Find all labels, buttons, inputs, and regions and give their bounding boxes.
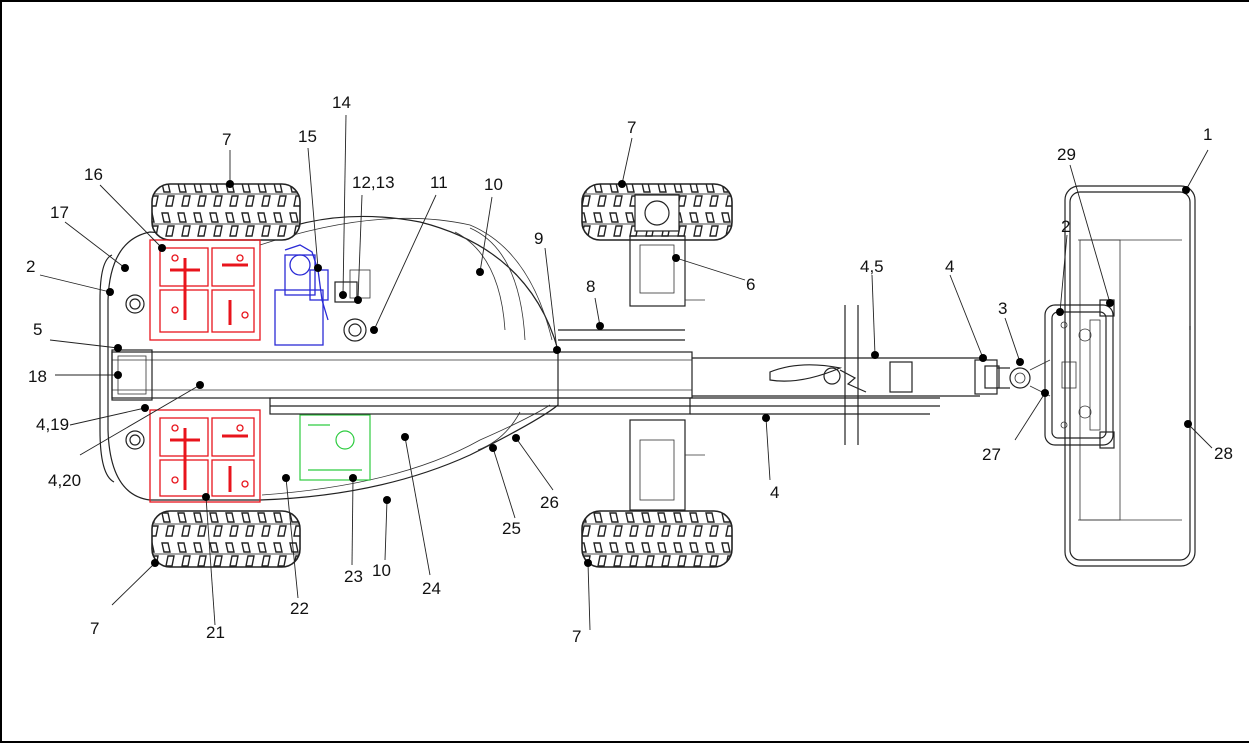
battery-pack-top (149, 239, 261, 341)
callout-4-20: 4,20 (48, 471, 81, 490)
callout-2-platform: 2 (1061, 217, 1070, 236)
callout-15: 15 (298, 127, 317, 146)
engine-components (334, 269, 371, 342)
callout-4-19: 4,19 (36, 415, 69, 434)
callout-5: 5 (33, 320, 42, 339)
callout-3: 3 (998, 299, 1007, 318)
platform (1064, 185, 1196, 567)
callout-6: 6 (746, 275, 755, 294)
callout-17: 17 (50, 203, 69, 222)
callout-29: 29 (1057, 145, 1076, 164)
front-axle (558, 235, 705, 511)
callout-4-5: 4,5 (860, 257, 884, 276)
callout-24: 24 (422, 579, 441, 598)
callout-10-top: 10 (484, 175, 503, 194)
callout-22: 22 (290, 599, 309, 618)
callout-4-lower: 4 (770, 483, 779, 502)
callout-26: 26 (540, 493, 559, 512)
callout-4-jib: 4 (945, 257, 954, 276)
callout-18: 18 (28, 367, 47, 386)
callout-7-rear-top: 7 (222, 130, 231, 149)
callout-7-front-top: 7 (627, 118, 636, 137)
callout-21: 21 (206, 623, 225, 642)
callout-7-front-bottom: 7 (572, 627, 581, 646)
leader-lines (39, 114, 1213, 631)
hydraulic-tank (299, 414, 371, 481)
callout-7-rear-bottom: 7 (90, 619, 99, 638)
callout-25: 25 (502, 519, 521, 538)
callout-28: 28 (1214, 444, 1233, 463)
callout-11: 11 (430, 173, 448, 192)
boom (111, 305, 1051, 445)
callout-9: 9 (534, 229, 543, 248)
callout-23: 23 (344, 567, 363, 586)
callout-1: 1 (1203, 125, 1212, 144)
callout-8: 8 (586, 277, 595, 296)
wheel-front-top (581, 183, 733, 241)
callout-labels: 1 2 29 3 4 4,5 4 2 5 18 4,19 4,20 17 16 … (26, 93, 1233, 646)
wheel-rear-top (151, 183, 301, 241)
callout-dots (106, 180, 1192, 567)
callout-16: 16 (84, 165, 103, 184)
callout-14: 14 (332, 93, 351, 112)
control-console (1044, 299, 1115, 449)
wheel-rear-bottom (151, 510, 301, 568)
callout-12-13: 12,13 (352, 173, 395, 192)
engine (274, 244, 329, 346)
wheel-front-bottom (581, 510, 733, 568)
callout-2-rear: 2 (26, 257, 35, 276)
callout-27: 27 (982, 445, 1001, 464)
battery-pack-bottom (149, 409, 261, 503)
callout-10-bottom: 10 (372, 561, 391, 580)
chassis (99, 215, 559, 501)
